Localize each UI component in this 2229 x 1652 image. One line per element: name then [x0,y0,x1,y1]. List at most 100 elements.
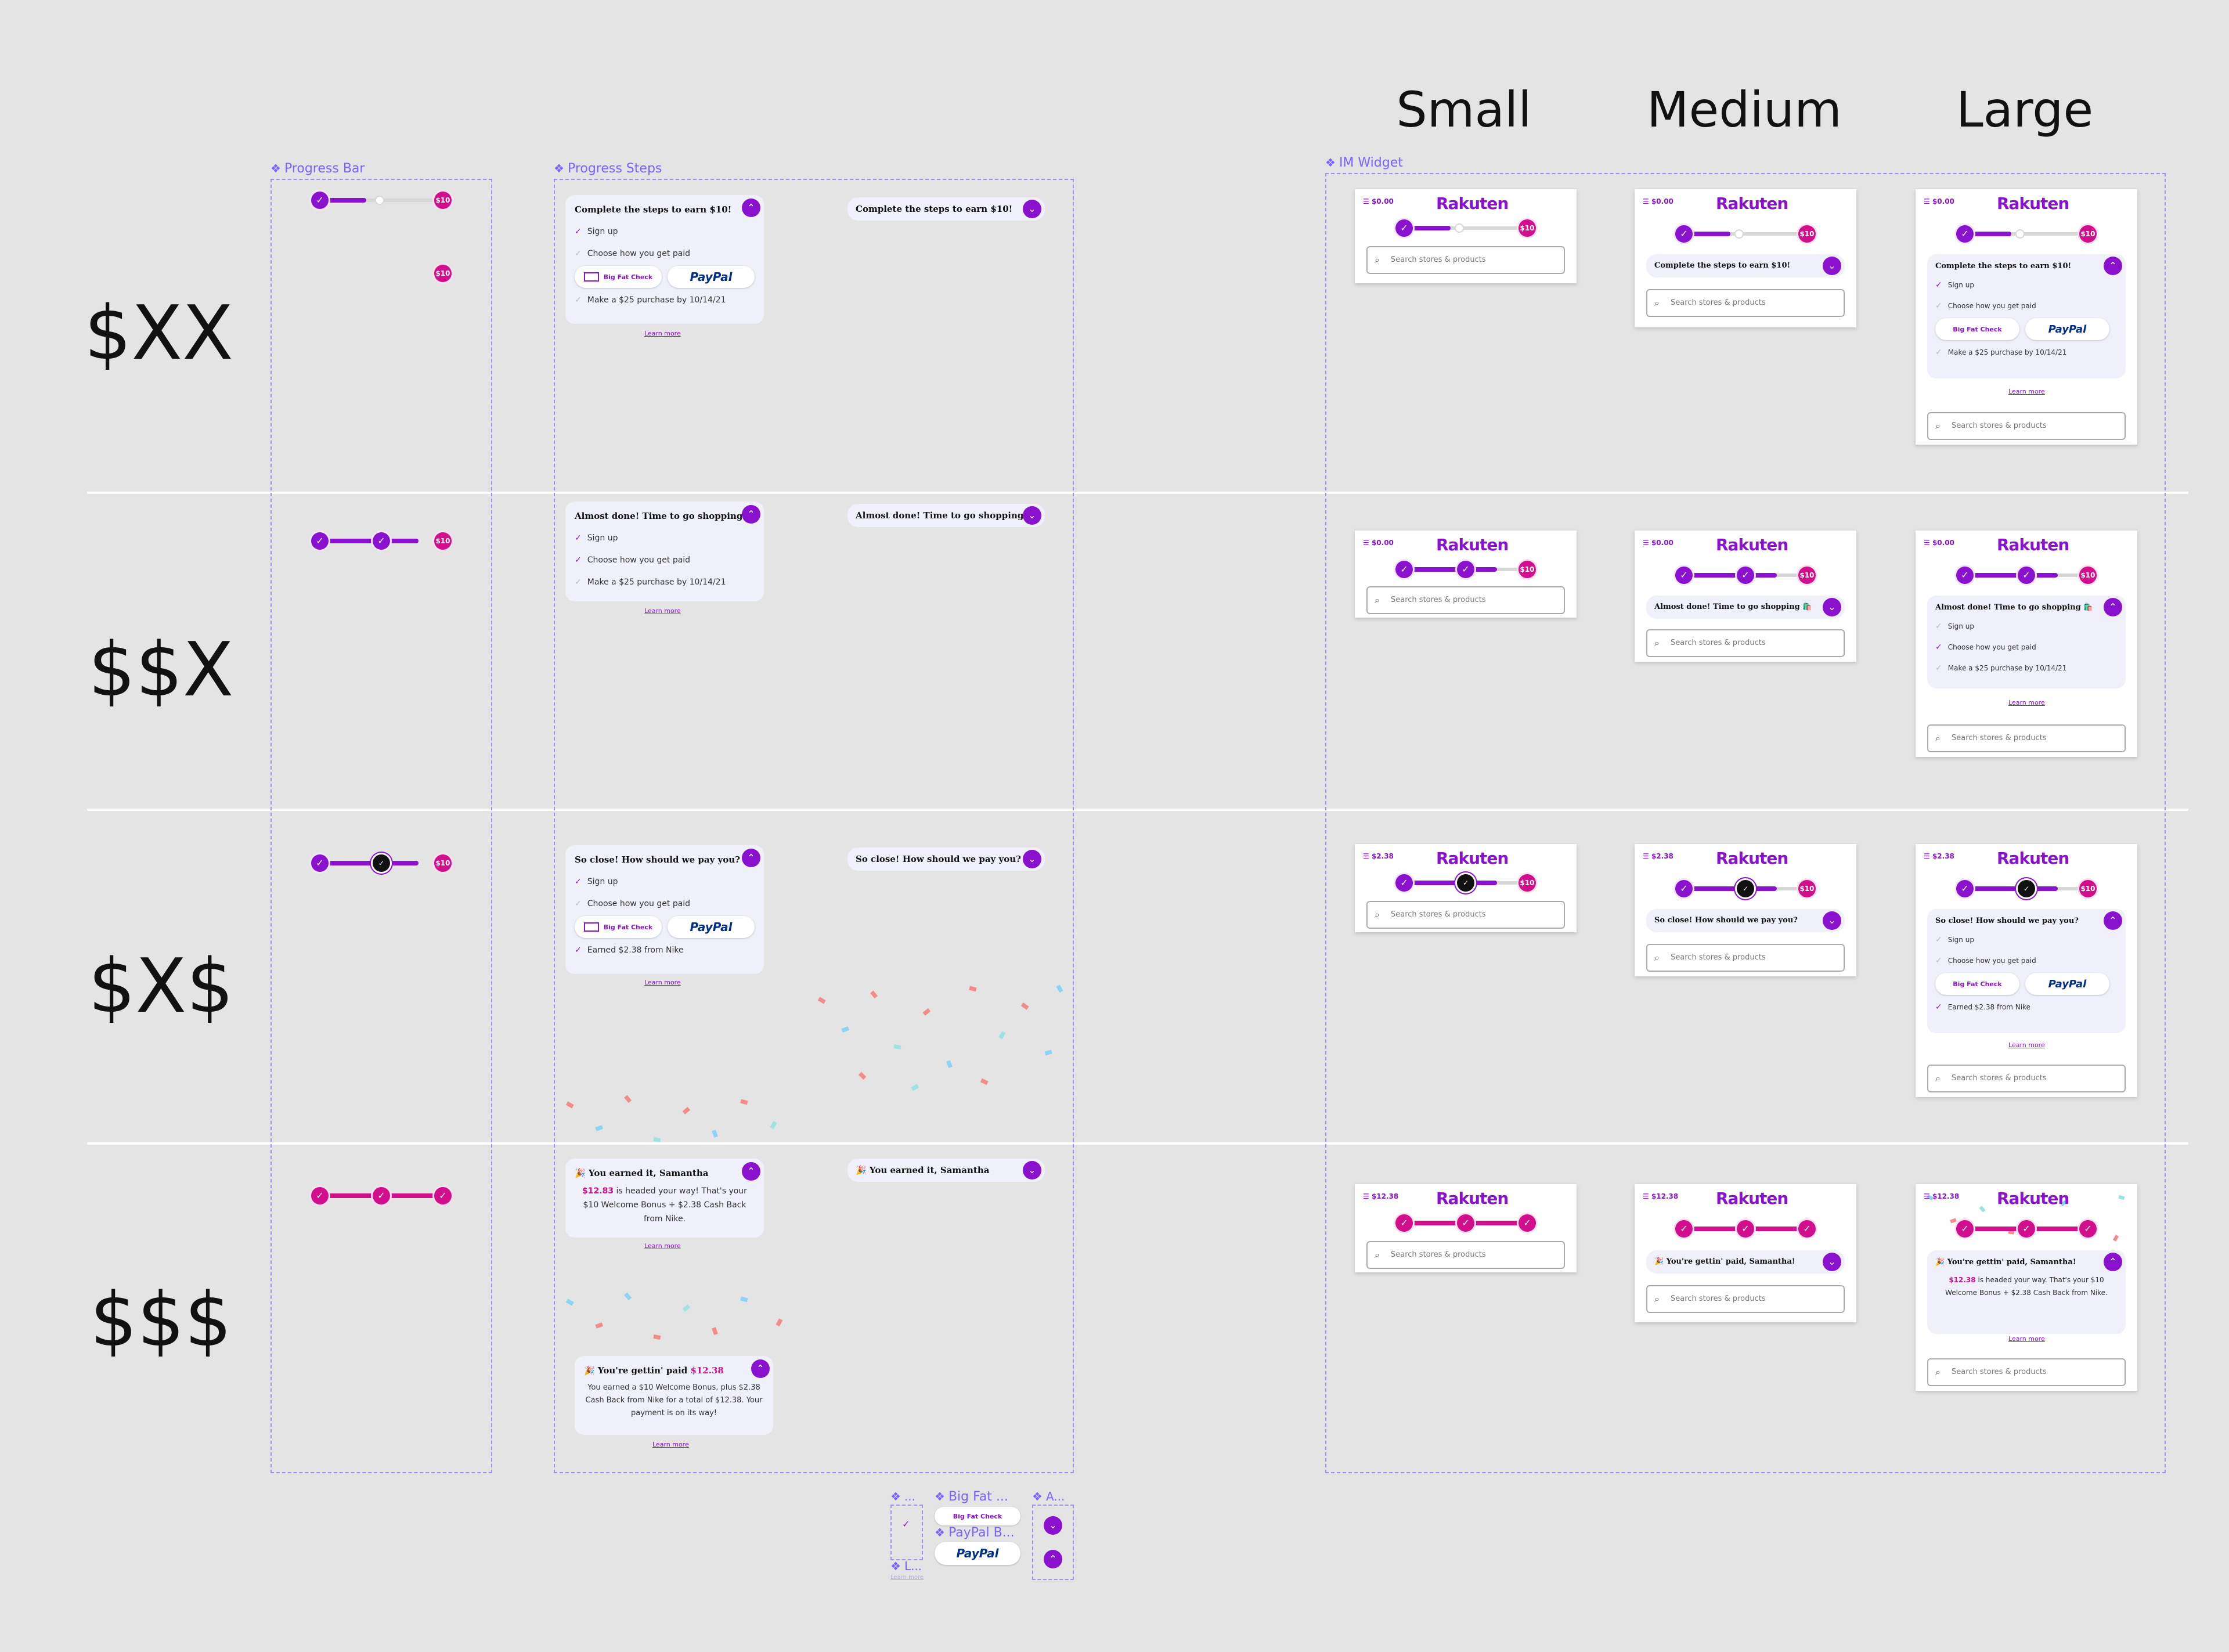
im-widget-frame[interactable] [1325,173,2166,1473]
big-fat-check-button[interactable]: Big Fat Check [1935,973,2019,995]
check-icon: ✓ [1675,880,1693,897]
search-input[interactable]: ⌕Search stores & products [1927,1065,2126,1092]
frame-label-progress-bar[interactable]: ❖Progress Bar [270,161,365,176]
rakuten-logo: Rakuten [1997,194,2069,213]
check-icon: ✓ [1956,880,1974,897]
component-label-a[interactable]: ❖... [890,1489,916,1503]
component-label-b[interactable]: ❖Big Fat ... [935,1489,1008,1504]
learn-more-link[interactable]: Learn more [652,1441,689,1448]
big-fat-check-button[interactable]: Big Fat Check [935,1507,1020,1525]
paypal-button[interactable]: PayPal [2025,318,2109,340]
chevron-down-icon[interactable]: ⌄ [1023,506,1041,525]
chevron-down-icon[interactable]: ⌄ [1044,1516,1062,1535]
steps-pill-collapsed-4[interactable]: 🎉 You earned it, Samantha ⌄ [847,1159,1045,1182]
search-input[interactable]: ⌕Search stores & products [1366,246,1565,274]
chevron-down-icon[interactable]: ⌄ [1023,1161,1041,1180]
chevron-down-icon[interactable]: ⌄ [1823,911,1841,930]
component-icon: ❖ [890,1489,901,1503]
reward-badge: $10 [2079,225,2097,243]
im-widget-large-3: ☰ $2.38 Rakuten ✓✓ $10 So close! How sho… [1916,844,2137,1097]
paypal-button[interactable]: PayPal [668,266,755,288]
learn-more-link[interactable]: Learn more [2008,1335,2045,1343]
chevron-up-icon[interactable]: ⌃ [2104,1253,2122,1271]
search-input[interactable]: ⌕Search stores & products [1927,1358,2126,1386]
component-label-e[interactable]: ❖L... [890,1559,922,1573]
component-icon: ❖ [554,161,564,175]
learn-more-link[interactable]: Learn more [644,607,681,615]
reward-badge: $10 [2079,880,2097,897]
steps-pill[interactable]: 🎉 You're gettin' paid, Samantha!⌄ [1646,1250,1845,1274]
chevron-up-icon[interactable]: ⌃ [742,1162,760,1181]
chevron-down-icon[interactable]: ⌄ [1823,1253,1841,1271]
paypal-button[interactable]: PayPal [2025,973,2109,995]
learn-more-link[interactable]: Learn more [644,979,681,986]
confetti-decoration [817,984,1063,1091]
chevron-up-icon[interactable]: ⌃ [742,849,760,867]
learn-more-link[interactable]: Learn more [644,330,681,337]
check-icon: ✓ [1935,663,1942,673]
check-icon: ✓ [373,532,390,550]
chevron-down-icon[interactable]: ⌄ [1823,257,1841,275]
component-frame-check[interactable]: ✓ [890,1505,923,1560]
chevron-up-icon[interactable]: ⌃ [742,199,760,217]
search-icon: ⌕ [1375,909,1380,920]
search-input[interactable]: ⌕Search stores & products [1927,412,2126,440]
check-icon: ✓ [1935,348,1942,357]
nike-icon: ✓ [1737,880,1754,897]
steps-pill[interactable]: Complete the steps to earn $10!⌄ [1646,254,1845,277]
reward-badge: $10 [1798,880,1816,897]
learn-more-link[interactable]: Learn more [2008,699,2045,706]
search-icon: ⌕ [1935,1073,1941,1084]
check-icon: ✓ [1935,643,1942,652]
paypal-button[interactable]: PayPal [935,1542,1020,1565]
steps-pill-collapsed-1[interactable]: Complete the steps to earn $10! ⌄ [847,197,1045,221]
steps-pill[interactable]: Almost done! Time to go shopping 🛍️⌄ [1646,596,1845,619]
steps-pill[interactable]: So close! How should we pay you?⌄ [1646,909,1845,932]
progress-steps-frame[interactable] [554,179,1074,1473]
menu-icon: ☰ [1363,539,1369,547]
learn-more-link[interactable]: Learn more [644,1242,681,1250]
menu-icon: ☰ [1643,539,1649,547]
search-input[interactable]: ⌕Search stores & products [1646,289,1845,317]
chevron-down-icon[interactable]: ⌄ [1023,200,1041,218]
big-fat-check-button[interactable]: Big Fat Check [575,266,662,288]
chevron-down-icon[interactable]: ⌄ [1023,850,1041,868]
search-input[interactable]: ⌕Search stores & products [1646,629,1845,657]
search-input[interactable]: ⌕Search stores & products [1646,944,1845,972]
paypal-button[interactable]: PayPal [668,916,755,938]
steps-pill-collapsed-2[interactable]: Almost done! Time to go shopping 🛍️ ⌄ [847,504,1045,527]
big-fat-check-button[interactable]: Big Fat Check [575,916,662,938]
component-icon: ❖ [1032,1489,1043,1503]
component-frame-chevrons[interactable]: ⌄ ⌃ [1032,1505,1074,1580]
steps-pill-collapsed-3[interactable]: So close! How should we pay you? ⌄ [847,847,1045,871]
steps-card: 🎉 You're gettin' paid, Samantha! ⌃ $12.3… [1927,1250,2126,1334]
component-label-c[interactable]: ❖PayPal B... [935,1525,1015,1540]
row-label-xx: $XX [84,290,233,377]
chevron-up-icon[interactable]: ⌃ [751,1359,770,1378]
chevron-up-icon[interactable]: ⌃ [2104,911,2122,930]
component-label-d[interactable]: ❖A... [1032,1489,1065,1503]
search-input[interactable]: ⌕Search stores & products [1646,1285,1845,1313]
learn-more-link[interactable]: Learn more [890,1574,924,1581]
check-icon: ✓ [1457,561,1474,578]
search-input[interactable]: ⌕Search stores & products [1366,1241,1565,1269]
chevron-down-icon[interactable]: ⌄ [1823,598,1841,616]
search-input[interactable]: ⌕Search stores & products [1366,586,1565,614]
search-input[interactable]: ⌕Search stores & products [1927,724,2126,752]
progress-bar-1: ✓ $10 [311,190,456,210]
search-input[interactable]: ⌕Search stores & products [1366,901,1565,929]
menu-icon: ☰ [1363,852,1369,860]
chevron-up-icon[interactable]: ⌃ [1044,1550,1062,1568]
big-fat-check-button[interactable]: Big Fat Check [1935,318,2019,340]
check-icon: ✓ [1798,1220,1816,1238]
search-icon: ⌕ [1935,1366,1941,1377]
frame-label-im-widget[interactable]: ❖IM Widget [1325,156,1403,170]
progress-bar-frame[interactable] [270,179,492,1473]
learn-more-link[interactable]: Learn more [2008,388,2045,395]
chevron-up-icon[interactable]: ⌃ [2104,598,2122,616]
learn-more-link[interactable]: Learn more [2008,1041,2045,1049]
menu-icon: ☰ [1924,539,1930,547]
chevron-up-icon[interactable]: ⌃ [2104,257,2122,275]
frame-label-progress-steps[interactable]: ❖Progress Steps [554,161,662,176]
chevron-up-icon[interactable]: ⌃ [742,505,760,524]
